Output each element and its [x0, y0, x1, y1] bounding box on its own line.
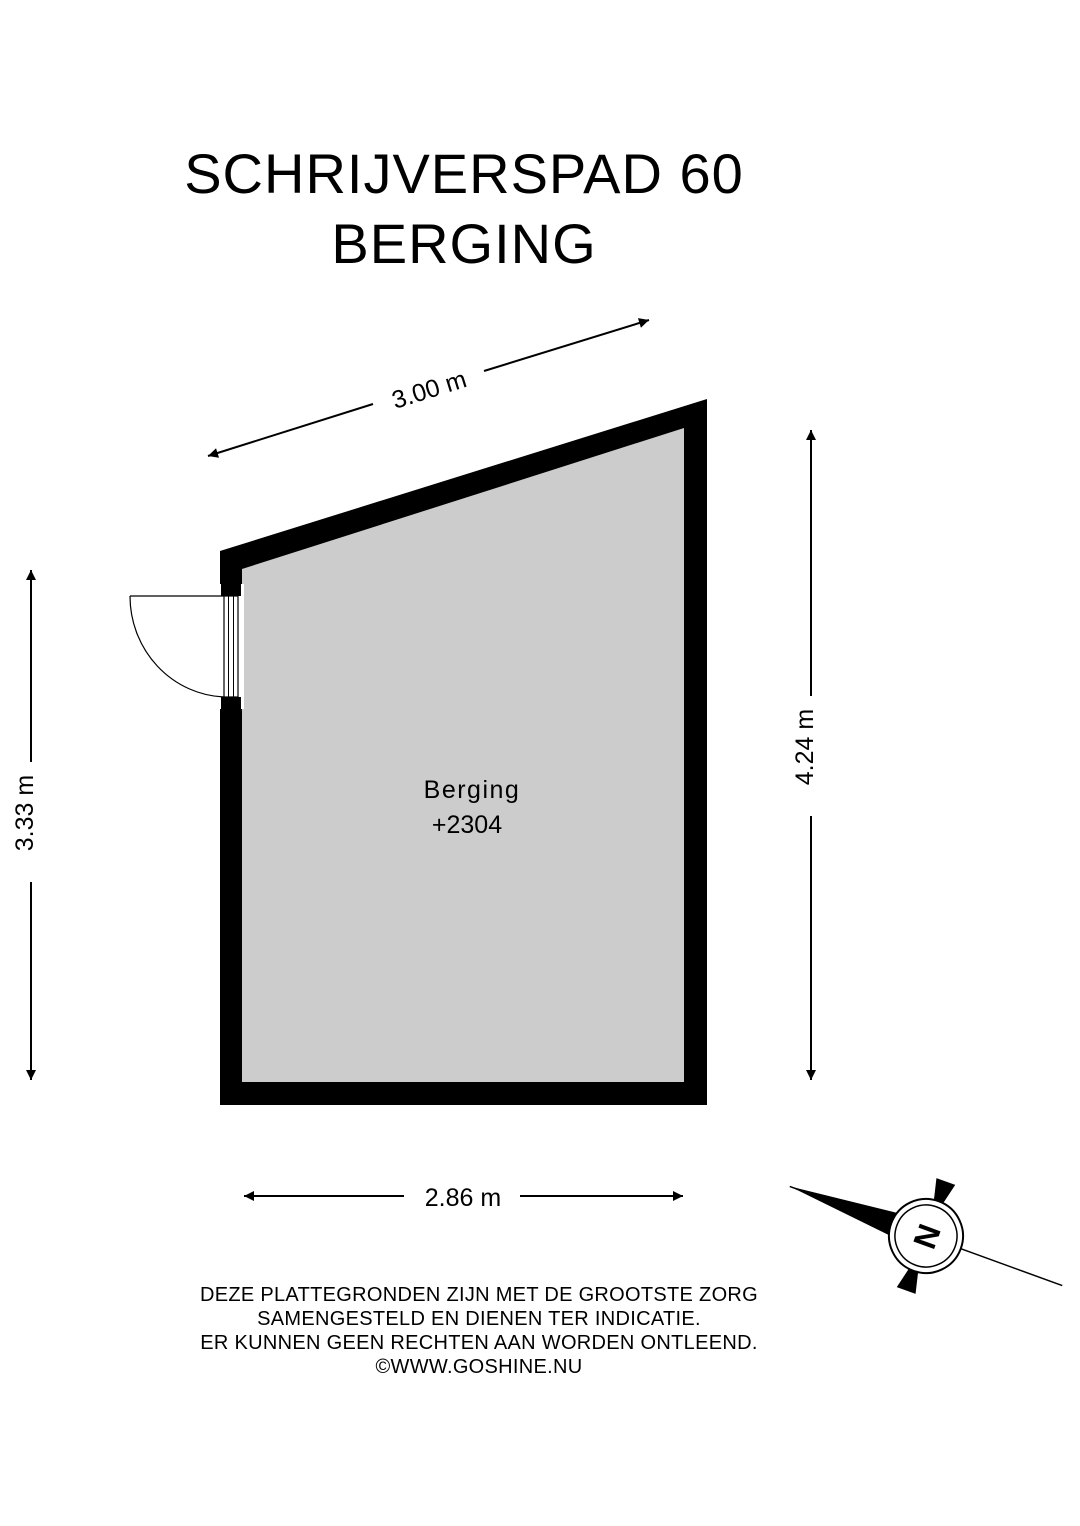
- room-level: +2304: [432, 811, 502, 839]
- dimension-right-label: 4.24 m: [791, 709, 819, 785]
- dimension-left: 3.33 m: [11, 570, 39, 1080]
- disclaimer-line: DEZE PLATTEGRONDEN ZIJN MET DE GROOTSTE …: [199, 1284, 759, 1306]
- north-arrow-icon: N: [789, 1178, 1063, 1294]
- disclaimer-line: ER KUNNEN GEEN RECHTEN AAN WORDEN ONTLEE…: [200, 1332, 758, 1354]
- dimension-top-label: 3.00 m: [389, 365, 470, 414]
- dimension-bottom: 2.86 m: [244, 1184, 683, 1212]
- disclaimer: DEZE PLATTEGRONDEN ZIJN MET DE GROOTSTE …: [0, 1283, 958, 1379]
- room-floor: [242, 428, 684, 1082]
- disclaimer-line: SAMENGESTELD EN DIENEN TER INDICATIE.: [257, 1308, 701, 1330]
- dimension-left-label: 3.33 m: [11, 775, 39, 851]
- plan-title-address: SCHRIJVERSPAD 60: [184, 142, 744, 205]
- plan-title-floor: BERGING: [331, 212, 597, 275]
- dimension-top: 3.00 m: [207, 318, 650, 458]
- copyright: ©WWW.GOSHINE.NU: [375, 1356, 583, 1378]
- dimension-bottom-label: 2.86 m: [425, 1184, 501, 1212]
- dimension-right: 4.24 m: [791, 430, 819, 1080]
- room-name: Berging: [424, 776, 521, 804]
- door: [129, 584, 244, 709]
